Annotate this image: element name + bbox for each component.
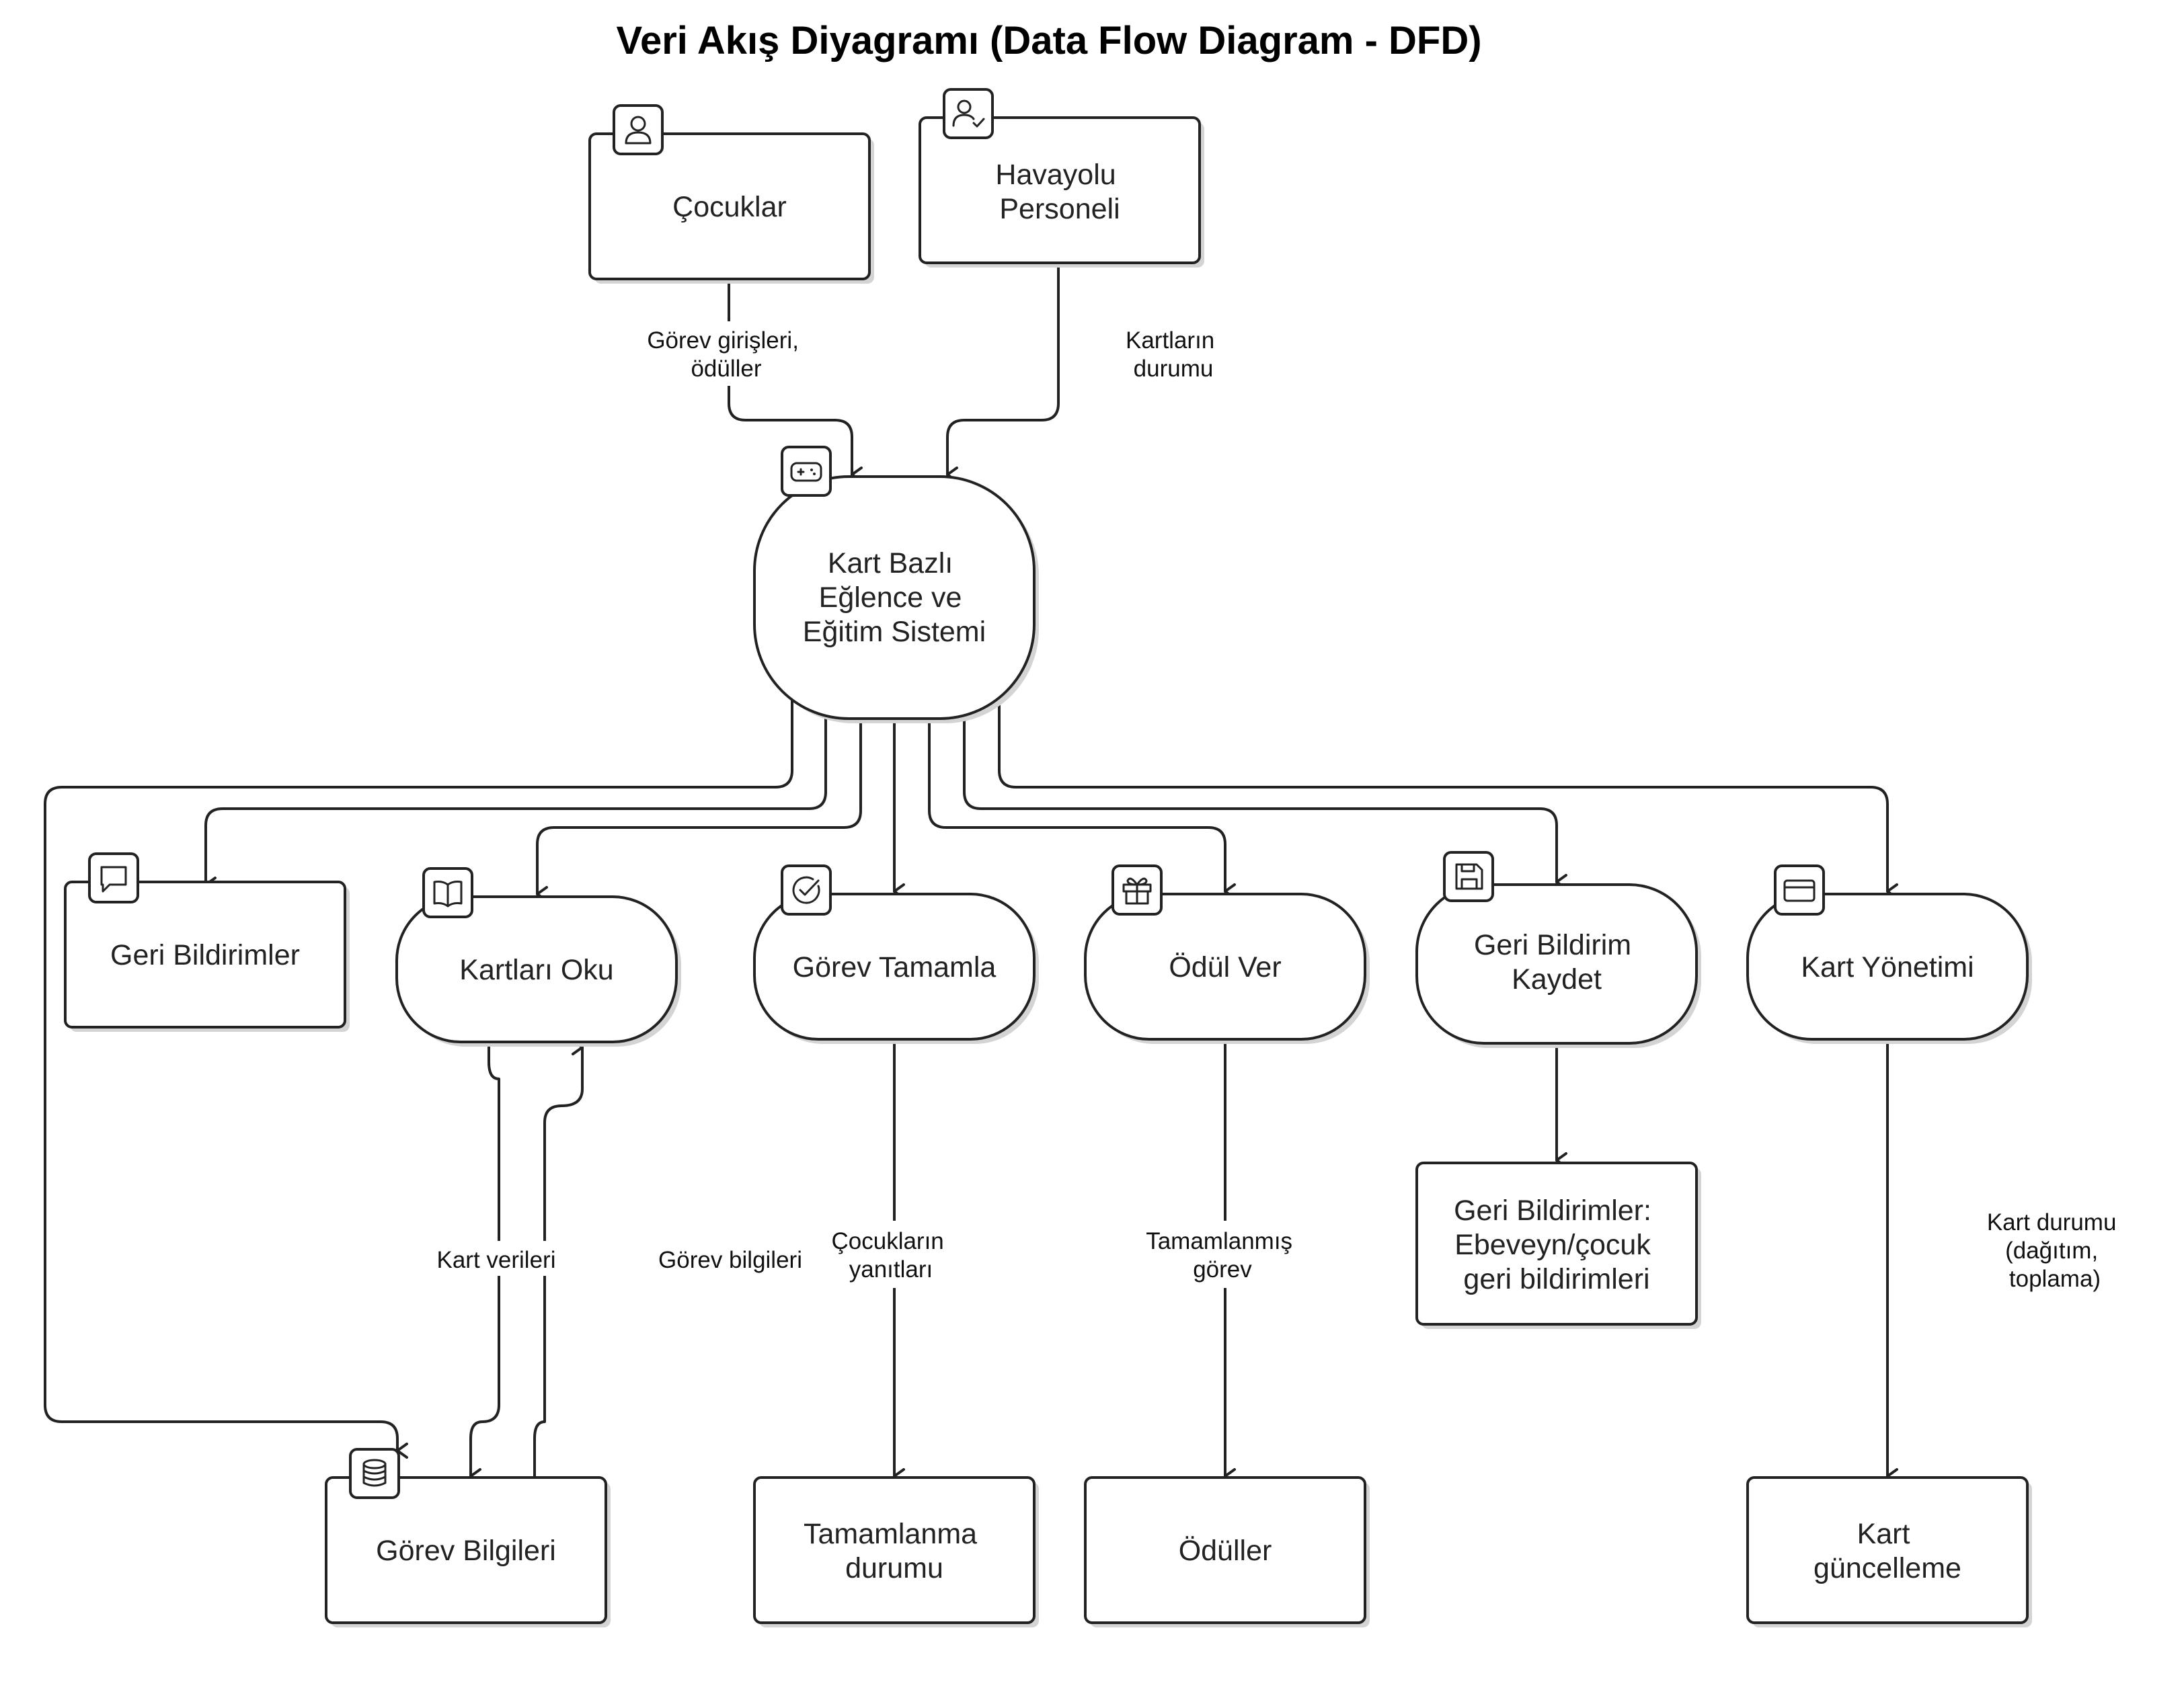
label-cocuklarin-yanitlari: Çocukların yanıtları [831, 1228, 950, 1283]
node-geri-bildirim-kaydet: Geri Bildirim Kaydet [1415, 851, 1701, 1048]
label-tamamlanmis-gorev: Tamamlanmış görev [1146, 1228, 1299, 1283]
node-kart-yonetimi: Kart Yönetimi [1746, 864, 2032, 1044]
gift-icon [1112, 864, 1163, 916]
edge-sistem-to-odul-ver [928, 718, 1236, 899]
node-oduller: Ödüller [1084, 1476, 1370, 1627]
check-circle-icon [781, 864, 832, 916]
edge-sistem-to-kart-yonetimi [998, 691, 1898, 899]
svg-text:Tamamlanma durumu: Tamamlanma durumu [804, 1518, 985, 1584]
node-kart-bazli-sistem: Kart Bazlı Eğlence ve Eğitim Sistemi [753, 446, 1039, 723]
svg-text:Görev Bilgileri: Görev Bilgileri [376, 1535, 556, 1567]
edge-sistem-to-geri-bildirimler [204, 715, 827, 893]
user-check-icon [943, 88, 994, 139]
node-havayolu-personeli: Havayolu Personeli [919, 88, 1204, 268]
node-odul-ver: Ödül Ver [1084, 864, 1370, 1044]
svg-text:Kartları Oku: Kartları Oku [459, 954, 613, 986]
svg-text:Kart Bazlı Eğlence ve: Kart Bazlı Eğlence ve Eğitim Sistemi [803, 547, 986, 648]
node-geri-bildirimler-store: Geri Bildirimler: Ebeveyn/çocuk geri bil… [1415, 1162, 1701, 1329]
user-icon [613, 104, 664, 155]
edge-sistem-to-kartlari-oku [536, 718, 862, 902]
svg-text:Kart Yönetimi: Kart Yönetimi [1801, 951, 1974, 983]
save-icon [1443, 851, 1494, 902]
edge-havayolu-to-sistem [946, 265, 1060, 483]
label-gorev-bilgileri: Görev bilgileri [658, 1247, 802, 1273]
label-gorev-girisleri: Görev girişleri, ödüller [647, 327, 805, 382]
database-icon [349, 1448, 400, 1499]
edge-sistem-to-gorev-bilgileri [44, 691, 793, 1459]
edge-cocuklar-to-sistem [728, 281, 863, 483]
edge-kartlari-oku-to-gorev-bilgileri [469, 1041, 500, 1484]
label-kart-durumu: Kart durumu (dağıtım, toplama) [1987, 1209, 2123, 1292]
svg-text:Çocuklar: Çocuklar [672, 191, 787, 223]
message-icon [88, 852, 139, 903]
edge-sistem-to-geri-bildirim-kaydet [963, 715, 1567, 890]
svg-text:Ödüller: Ödüller [1179, 1535, 1272, 1567]
svg-text:Görev Tamamla: Görev Tamamla [793, 951, 997, 983]
node-tamamlanma-durumu: Tamamlanma durumu [753, 1476, 1039, 1627]
edge-gorev-bilgileri-to-kartlari-oku [533, 1039, 584, 1478]
node-cocuklar: Çocuklar [588, 104, 874, 284]
book-icon [422, 867, 473, 918]
node-gorev-tamamla: Görev Tamamla [753, 864, 1039, 1044]
node-kart-guncelleme: Kart güncelleme [1746, 1476, 2032, 1627]
label-kart-verileri: Kart verileri [437, 1247, 556, 1273]
node-gorev-bilgileri: Görev Bilgileri [325, 1448, 611, 1627]
card-icon [1774, 864, 1825, 916]
edge-labels: Görev girişleri, ödüller Kartların durum… [424, 321, 2123, 1292]
svg-text:Ödül Ver: Ödül Ver [1169, 951, 1281, 983]
svg-text:Geri Bildirim Kaydet: Geri Bildirim Kaydet [1474, 929, 1639, 996]
svg-text:Geri Bildirimler: Geri Bildirimler [110, 939, 300, 971]
diagram-title: Veri Akış Diyagramı (Data Flow Diagram -… [616, 19, 1481, 63]
label-kartlarin-durumu: Kartların durumu [1126, 327, 1221, 382]
svg-text:Kart güncelleme: Kart güncelleme [1814, 1518, 1961, 1584]
node-kartlari-oku: Kartları Oku [395, 867, 681, 1047]
node-geri-bildirimler: Geri Bildirimler [64, 852, 350, 1032]
svg-text:Havayolu Personeli: Havayolu Personeli [995, 159, 1124, 225]
svg-text:Geri Bildirimler: Ebevey: Geri Bildirimler: Ebeveyn/çocuk geri bil… [1454, 1195, 1660, 1295]
gamepad-icon [781, 446, 832, 497]
